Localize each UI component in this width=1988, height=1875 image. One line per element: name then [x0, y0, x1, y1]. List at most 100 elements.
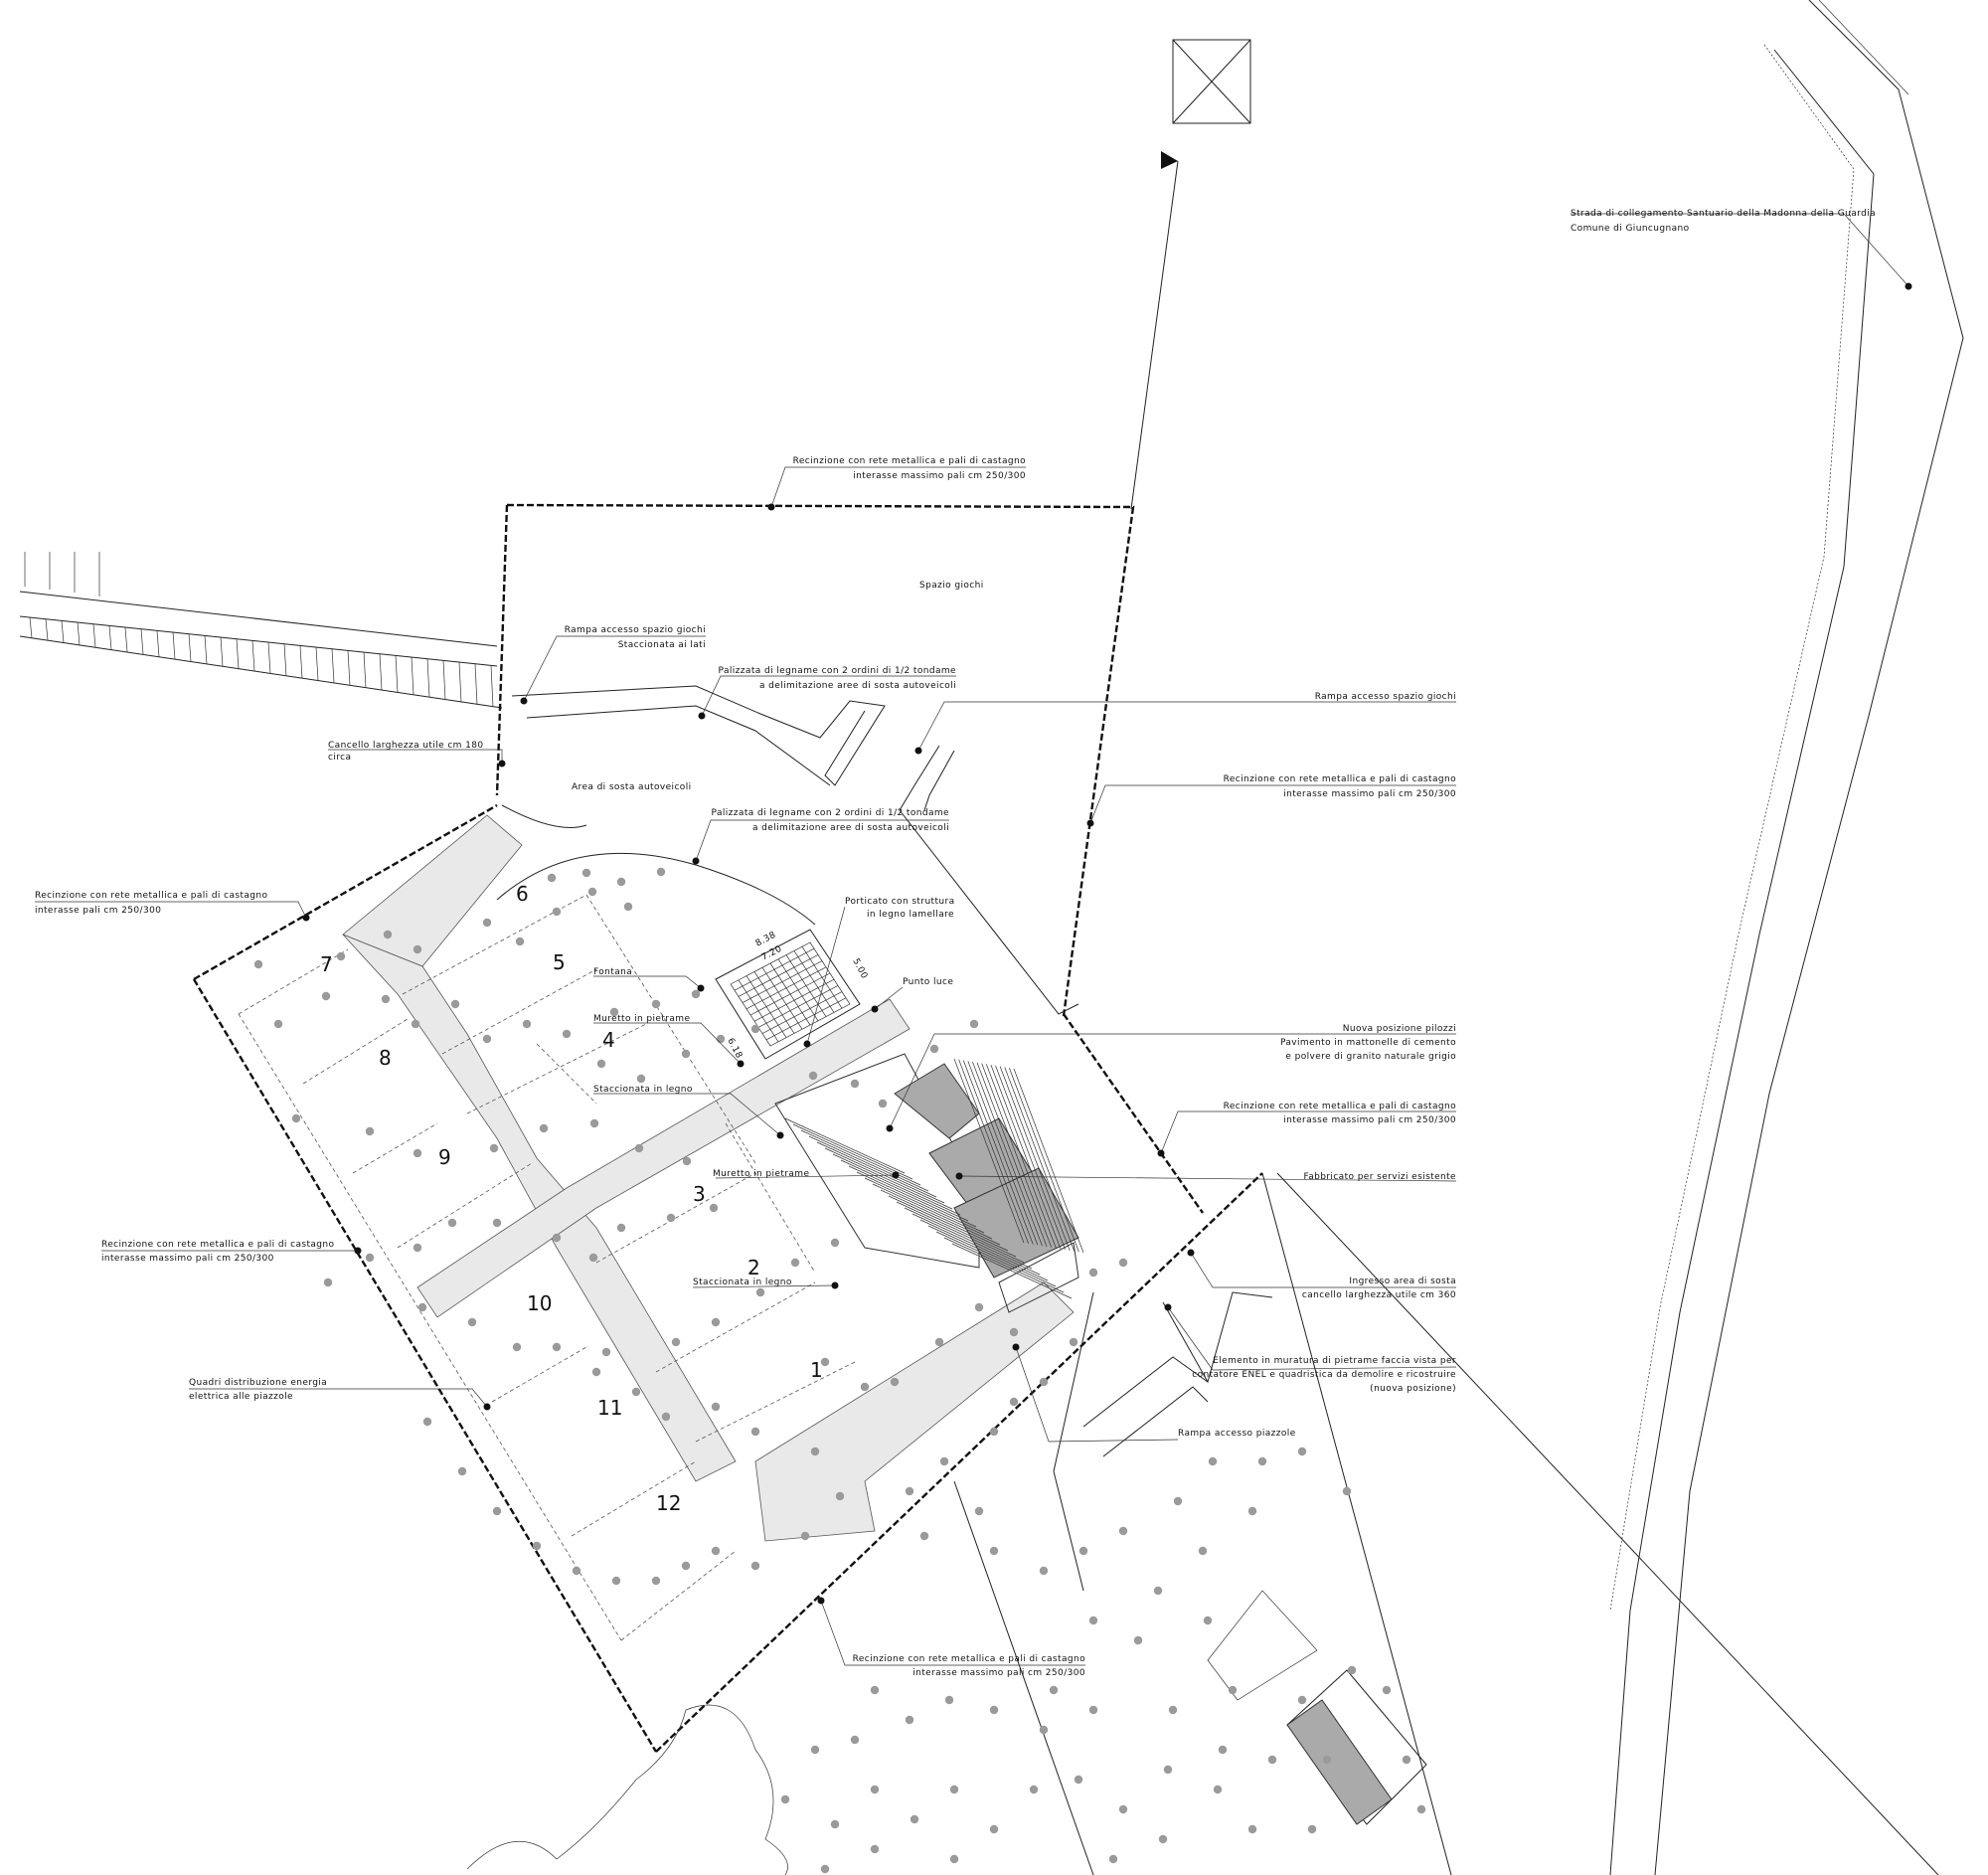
- leader-dot: [698, 712, 706, 720]
- label-quadri-1: Quadri distribuzione energia: [189, 1378, 327, 1388]
- tree: [830, 1819, 840, 1829]
- tree: [562, 1029, 572, 1039]
- tree: [800, 1531, 810, 1541]
- services-building: [774, 1053, 1084, 1313]
- label-recinzione-bottom-1: Recinzione con rete metallica e pali di …: [853, 1654, 1086, 1664]
- tree: [682, 1156, 692, 1166]
- plot-number-2: 2: [747, 1256, 760, 1279]
- tree: [810, 1745, 820, 1755]
- tree: [1158, 1834, 1168, 1844]
- tree: [989, 1546, 999, 1556]
- plot-number-5: 5: [553, 950, 566, 974]
- leader-lines: [35, 213, 1912, 1666]
- leader-line: [593, 1093, 781, 1136]
- hatch-line: [411, 656, 414, 696]
- plot-number-7: 7: [320, 952, 333, 976]
- tree: [273, 1019, 283, 1029]
- label-elemento-3: (nuova posizione): [1370, 1384, 1456, 1394]
- plot-number-9: 9: [438, 1145, 451, 1169]
- north-symbol: [1172, 39, 1251, 124]
- leader-line: [1571, 213, 1909, 287]
- label-palizzata-b-2: a delimitazione aree di sosta autoveicol…: [752, 823, 949, 833]
- hatch-line: [61, 620, 65, 643]
- label-fabbricato: Fabbricato per servizi esistente: [1303, 1172, 1456, 1182]
- leader-dot: [737, 1060, 745, 1068]
- label-staccionata-2: Staccionata in legno: [693, 1278, 792, 1287]
- tree: [1267, 1755, 1277, 1765]
- grid-line: [976, 1062, 1048, 1247]
- label-recinzione-left-2: interasse pali cm 250/300: [35, 906, 161, 916]
- hatch-line: [880, 1189, 1001, 1246]
- tree: [291, 1113, 301, 1123]
- grid-line: [985, 1064, 1057, 1249]
- tree: [790, 1258, 800, 1268]
- hatch-line: [156, 630, 160, 657]
- grid-line: [958, 1059, 1029, 1244]
- tree: [1133, 1635, 1143, 1645]
- tree: [1218, 1745, 1228, 1755]
- tree: [1163, 1765, 1173, 1775]
- tree: [1088, 1616, 1098, 1625]
- tree: [616, 877, 626, 887]
- tree: [447, 1218, 457, 1228]
- tree: [365, 1253, 375, 1263]
- tree: [1078, 1546, 1088, 1556]
- plot-number-4: 4: [602, 1028, 615, 1052]
- hatch-line: [864, 1177, 985, 1234]
- tree: [489, 1143, 499, 1153]
- tree: [1257, 1456, 1267, 1466]
- hatch-line: [315, 646, 319, 681]
- hatch-line: [363, 651, 367, 688]
- dim-500: 5.00: [850, 957, 869, 981]
- left-access-path: [19, 552, 503, 709]
- tree: [411, 1019, 420, 1029]
- leader-line: [1190, 1252, 1456, 1288]
- tree: [1069, 1337, 1078, 1347]
- tree: [634, 1143, 644, 1153]
- label-area-sosta: Area di sosta autoveicoli: [572, 782, 692, 792]
- tree: [1307, 1824, 1317, 1834]
- hatch-line: [29, 617, 33, 638]
- tree: [413, 1243, 422, 1253]
- leader-line: [958, 1175, 1457, 1182]
- leader-dot: [1905, 282, 1912, 290]
- tree: [631, 1387, 641, 1397]
- leader-line: [917, 701, 1456, 752]
- tree: [616, 1223, 626, 1233]
- tree: [321, 991, 331, 1001]
- tree: [552, 907, 562, 917]
- label-rampa-giochi-right: Rampa accesso spazio giochi: [1315, 692, 1456, 702]
- hatch-line: [927, 1225, 1049, 1281]
- tree: [1297, 1695, 1307, 1705]
- tree: [870, 1844, 880, 1854]
- tree: [587, 887, 597, 897]
- label-fontana: Fontana: [593, 967, 632, 977]
- tree: [482, 1034, 492, 1044]
- leader-line: [770, 466, 1026, 508]
- tree: [512, 1342, 522, 1352]
- grid-line: [1013, 1068, 1084, 1254]
- leader-dot: [1164, 1303, 1172, 1311]
- hatch-line: [108, 625, 112, 650]
- tree: [1088, 1268, 1098, 1278]
- label-porticato-1: Porticato con struttura: [845, 897, 955, 907]
- tree: [591, 1367, 601, 1377]
- label-rampa-giochi-2: Staccionata ai lati: [618, 640, 706, 650]
- leader-dot: [697, 984, 705, 992]
- tree: [755, 1287, 765, 1297]
- tree: [820, 1864, 830, 1874]
- leader-dot: [498, 760, 506, 767]
- grid-line: [990, 1065, 1062, 1250]
- leader-line: [1015, 1346, 1179, 1443]
- tree: [750, 1024, 760, 1034]
- leader-dot: [692, 857, 700, 865]
- tree: [1118, 1804, 1128, 1814]
- tree: [780, 1794, 790, 1804]
- grid-line: [761, 991, 843, 1034]
- label-recinzione-right1-1: Recinzione con rete metallica e pali di …: [1224, 774, 1457, 784]
- tree: [1322, 1755, 1332, 1765]
- grid-line: [972, 1061, 1043, 1247]
- tree: [1402, 1755, 1411, 1765]
- tree: [492, 1506, 502, 1516]
